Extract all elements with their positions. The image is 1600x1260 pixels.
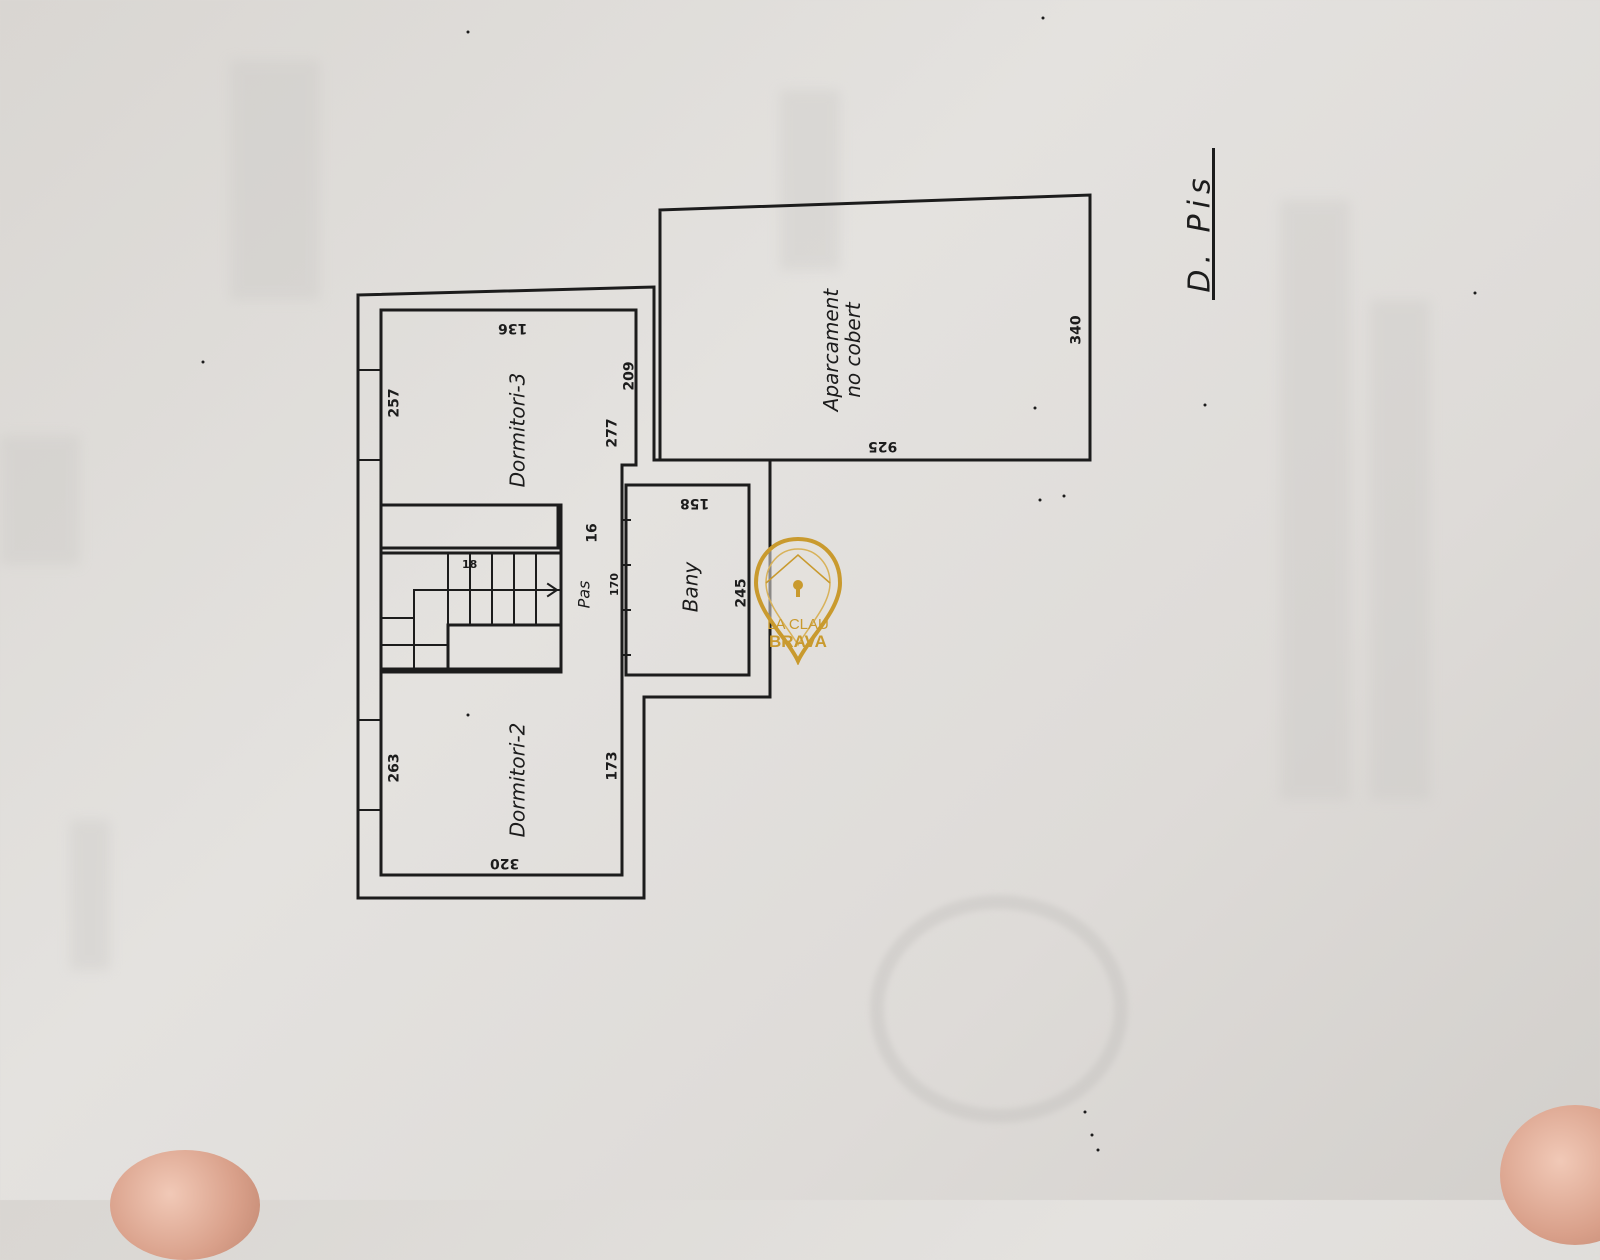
floor-plan [201, 16, 1477, 1152]
bany-walls [624, 483, 751, 677]
ink-dots [201, 16, 1477, 1152]
inner-wall [379, 308, 638, 877]
stair-inner [446, 623, 563, 671]
room-label-dormitori2: Dormitori-2 [505, 722, 530, 838]
dim-d2-left: 263 [386, 753, 403, 783]
room-label-bany: Bany [678, 561, 703, 613]
room-label-dormitori3: Dormitori-3 [505, 372, 530, 488]
dim-pas-b: 170 [607, 573, 621, 596]
dim-d3-left: 257 [386, 388, 403, 418]
dim-stair-mark: 18 [462, 558, 478, 571]
dim-d2-right: 173 [604, 751, 621, 781]
room-label-pas: Pas [574, 580, 594, 609]
title-underline [1212, 148, 1215, 300]
dim-d3-top: 136 [498, 320, 528, 336]
room-label-parking-line1: Aparcament [819, 288, 844, 412]
dim-parking-bottom: 925 [868, 438, 898, 454]
dim-d3-right-b: 209 [621, 361, 638, 391]
dim-bany-right: 245 [733, 578, 750, 608]
room-label-parking-line2: no cobert [840, 302, 865, 398]
stair-arrow-head [546, 582, 559, 598]
outer-wall [356, 285, 772, 900]
parking-outline [658, 193, 1092, 462]
dim-pas-a: 16 [584, 523, 601, 543]
dim-d3-right-a: 277 [604, 418, 621, 448]
dim-bany-top: 158 [680, 495, 710, 511]
dim-parking-right: 340 [1068, 315, 1085, 345]
watermark-line1: LA CLAU [767, 616, 829, 633]
dim-d2-bottom: 320 [490, 855, 520, 871]
watermark-pin-icon [753, 536, 843, 665]
watermark-line2: BRAVA [769, 632, 827, 651]
